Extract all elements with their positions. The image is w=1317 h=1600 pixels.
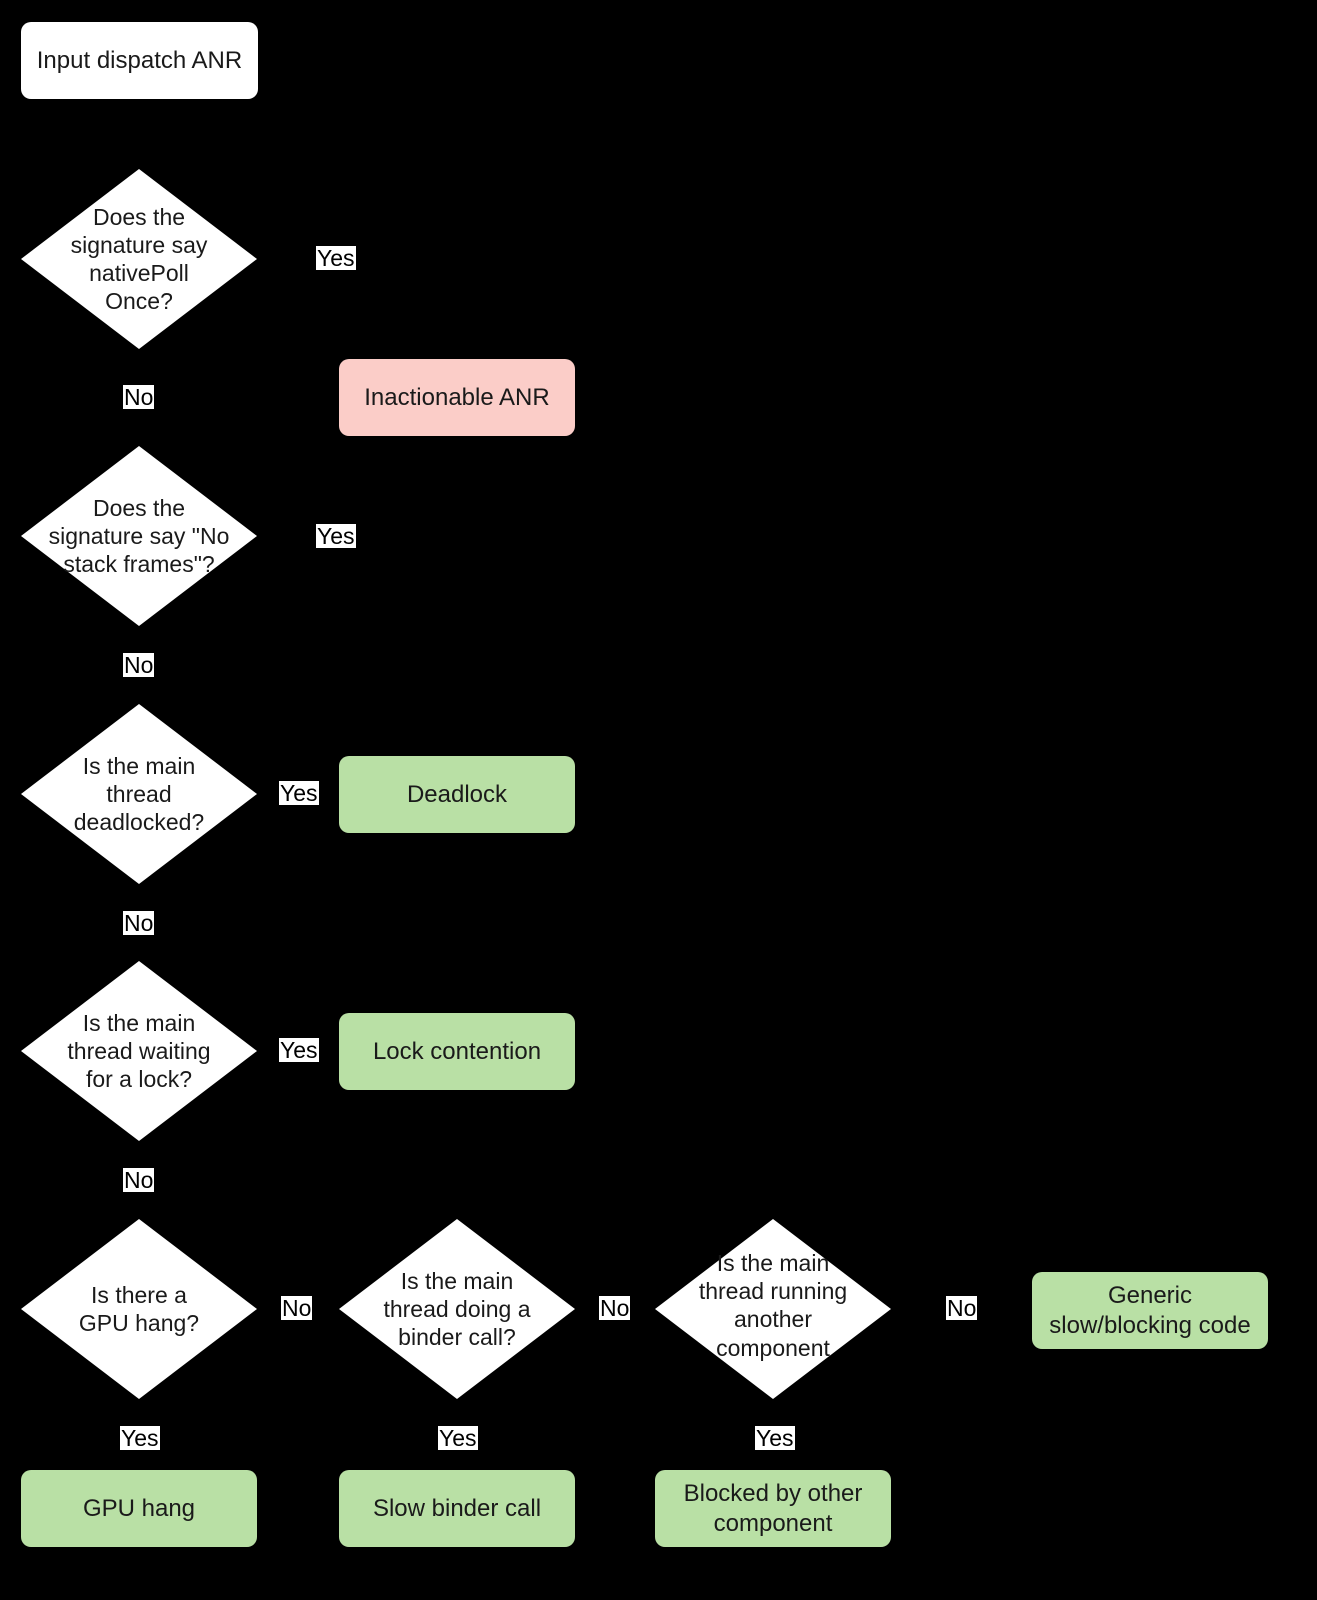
diamond-shape: [21, 704, 257, 884]
edge-label-gpuhang-yes: Yes: [120, 1425, 160, 1451]
node-start[interactable]: Input dispatch ANR: [21, 22, 258, 99]
diamond-shape: [21, 446, 257, 626]
edge-label-othercomponent-no: No: [946, 1295, 978, 1321]
node-generic-slow-blocking-code[interactable]: Generic slow/blocking code: [1032, 1272, 1268, 1349]
edge-nativepoll-yes: [256, 258, 456, 260]
node-question-waiting-for-lock[interactable]: Is the main thread waiting for a lock?: [21, 961, 257, 1141]
node-lock-contention[interactable]: Lock contention: [339, 1013, 575, 1090]
edge-label-nostackframes-no: No: [123, 652, 155, 678]
edge-label-deadlocked-no: No: [123, 910, 155, 936]
edge-label-nostackframes-yes: Yes: [316, 523, 356, 549]
edge-label-othercomponent-yes: Yes: [755, 1425, 795, 1451]
edge-label-gpuhang-no: No: [281, 1295, 313, 1321]
diamond-shape: [655, 1219, 891, 1399]
edge-nativepoll-yes-down: [455, 258, 457, 358]
edge-label-bindercall-no: No: [599, 1295, 631, 1321]
node-question-binder-call[interactable]: Is the main thread doing a binder call?: [339, 1219, 575, 1399]
node-question-no-stack-frames[interactable]: Does the signature say "No stack frames"…: [21, 446, 257, 626]
node-slow-binder-call[interactable]: Slow binder call: [339, 1470, 575, 1547]
edge-label-waitinglock-yes: Yes: [279, 1037, 319, 1063]
edge-nostack-yes: [256, 536, 456, 538]
edge-label-bindercall-yes: Yes: [438, 1425, 478, 1451]
edge-start-to-nativepoll: [138, 98, 140, 170]
diamond-shape: [21, 1219, 257, 1399]
diamond-shape: [21, 961, 257, 1141]
diamond-shape: [339, 1219, 575, 1399]
node-question-main-thread-deadlocked[interactable]: Is the main thread deadlocked?: [21, 704, 257, 884]
node-question-native-poll-once[interactable]: Does the signature say nativePoll Once?: [21, 169, 257, 349]
node-question-gpu-hang[interactable]: Is there a GPU hang?: [21, 1219, 257, 1399]
node-inactionable-anr[interactable]: Inactionable ANR: [339, 359, 575, 436]
edge-label-nativepoll-no: No: [123, 384, 155, 410]
node-blocked-by-other-component[interactable]: Blocked by other component: [655, 1470, 891, 1547]
node-question-running-another-component[interactable]: Is the main thread running another compo…: [655, 1219, 891, 1399]
node-deadlock[interactable]: Deadlock: [339, 756, 575, 833]
node-gpu-hang[interactable]: GPU hang: [21, 1470, 257, 1547]
edge-label-nativepoll-yes: Yes: [316, 245, 356, 271]
edge-label-deadlocked-yes: Yes: [279, 780, 319, 806]
diamond-shape: [21, 169, 257, 349]
edge-label-waitinglock-no: No: [123, 1167, 155, 1193]
